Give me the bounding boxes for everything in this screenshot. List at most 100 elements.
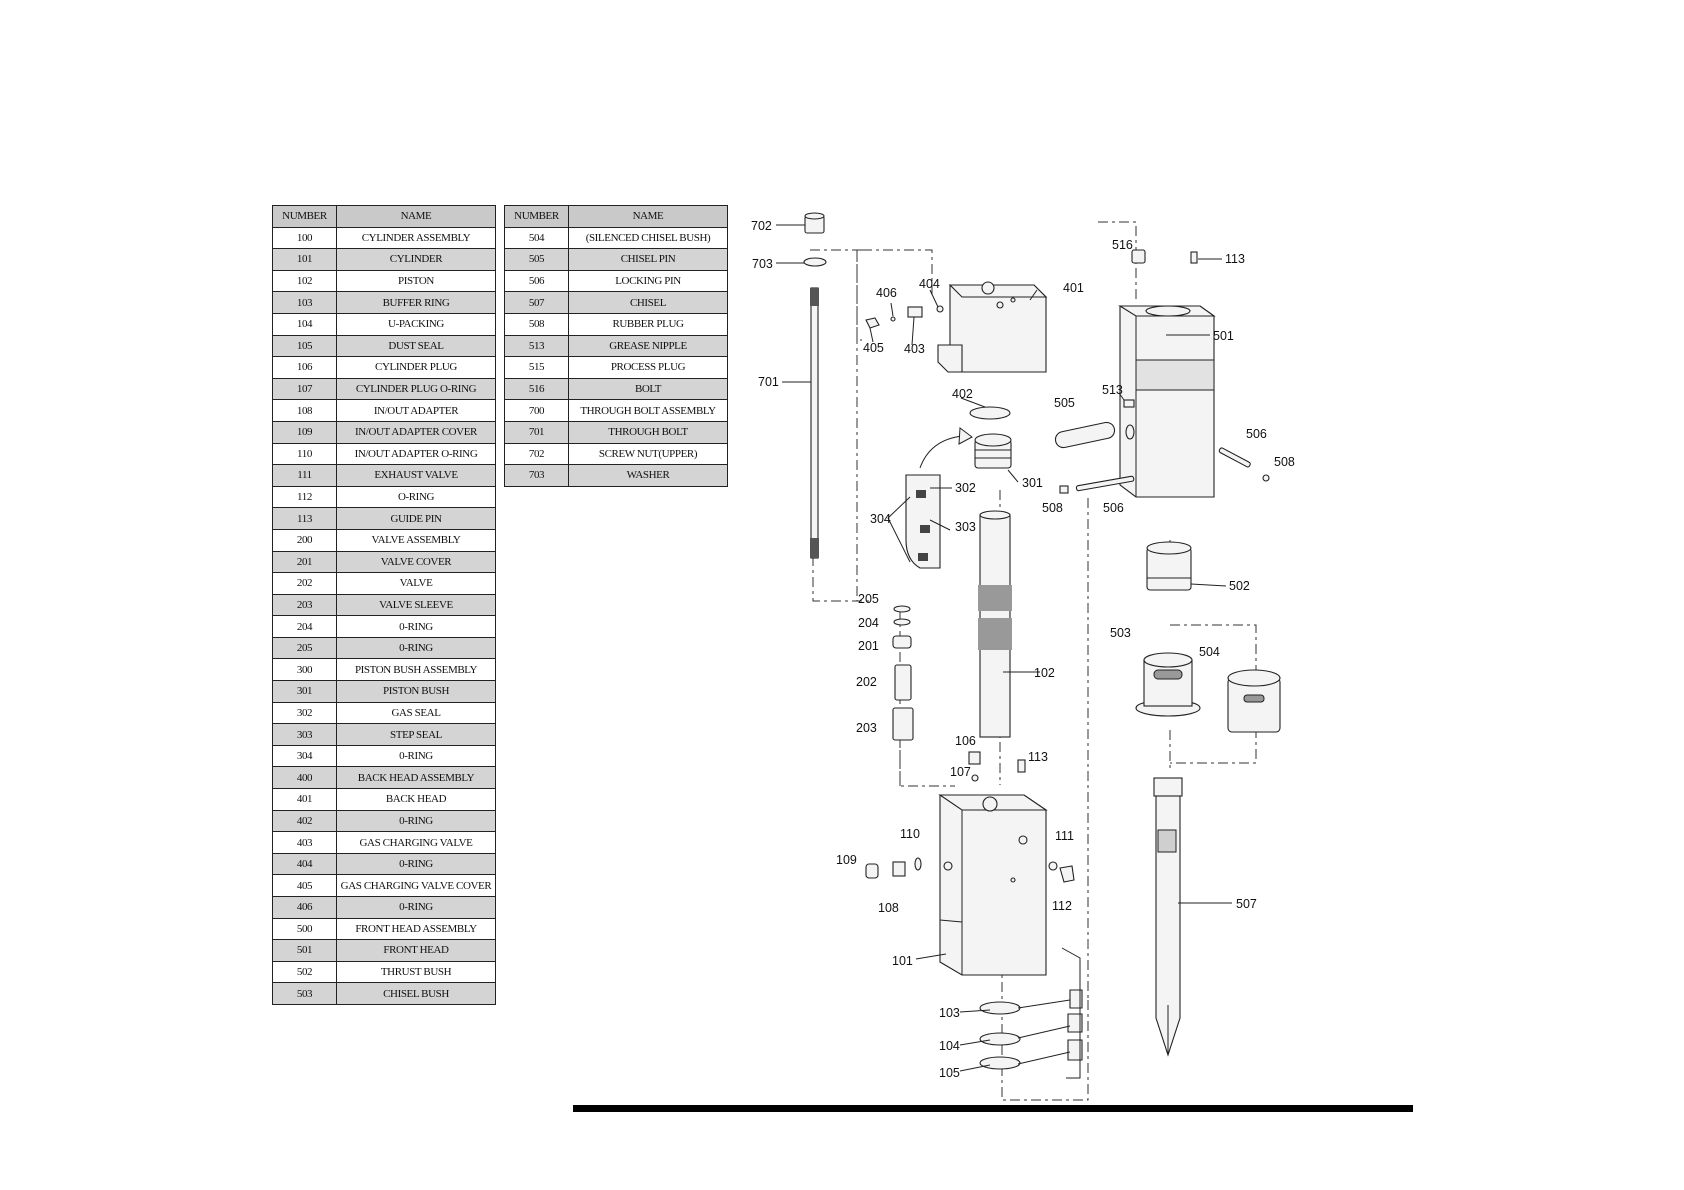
part-name-cell: PISTON BUSH: [336, 680, 496, 703]
part-name-cell: (SILENCED CHISEL BUSH): [568, 226, 728, 250]
part-name-cell: U-PACKING: [336, 312, 496, 336]
leader-lines: [776, 224, 1232, 1072]
part-name-cell: O-RING: [336, 485, 496, 509]
callout-508a: 508: [1274, 455, 1295, 469]
gas-charging-parts: [865, 305, 944, 329]
screw-nut-part: [804, 212, 825, 234]
valve-part: [894, 664, 912, 701]
callout-110: 110: [900, 827, 920, 841]
chisel-pin-part: [1054, 421, 1116, 449]
table-header-row: NUMBER NAME: [272, 205, 496, 228]
part-name-cell: GAS CHARGING VALVE: [336, 831, 496, 854]
callout-113b: 113: [1225, 252, 1245, 266]
o-ring-204-part: [893, 618, 911, 626]
part-name-cell: 0-RING: [336, 636, 496, 660]
callout-104: 104: [939, 1039, 960, 1053]
o-ring-402-part: [969, 406, 1011, 420]
header-number: NUMBER: [504, 205, 569, 228]
part-number-cell: 703: [504, 464, 569, 487]
callout-108: 108: [878, 901, 899, 915]
callout-504: 504: [1199, 645, 1220, 659]
part-number-cell: 303: [272, 723, 337, 746]
part-number-cell: 501: [272, 939, 337, 962]
o-ring-112-part: [1048, 861, 1058, 871]
callout-702: 702: [751, 219, 772, 233]
grease-nipple-part: [1123, 399, 1135, 408]
parts-table-right: NUMBER NAME 504(SILENCED CHISEL BUSH)505…: [504, 205, 728, 487]
locking-pin-part-a: [1218, 447, 1251, 468]
rubber-plug-part-a: [1262, 474, 1270, 482]
callout-201: 201: [858, 639, 879, 653]
callout-701: 701: [758, 375, 779, 389]
callout-506b: 506: [1103, 501, 1124, 515]
callout-703: 703: [752, 257, 773, 271]
callout-405: 405: [863, 341, 884, 355]
through-bolt-part: [810, 287, 819, 559]
locking-pin-part-b: [1075, 475, 1135, 492]
valve-sleeve-part: [892, 707, 914, 741]
part-name-cell: BUFFER RING: [336, 291, 496, 314]
part-number-cell: 100: [272, 226, 337, 250]
part-number-cell: 700: [504, 399, 569, 422]
bolt-516-part: [1131, 249, 1146, 264]
callout-103: 103: [939, 1006, 960, 1020]
part-name-cell: 0-RING: [336, 615, 496, 638]
part-name-cell: VALVE: [336, 572, 496, 595]
callout-501: 501: [1213, 329, 1234, 343]
callout-506a: 506: [1246, 427, 1267, 441]
part-name-cell: CYLINDER: [336, 248, 496, 271]
front-head-part: [1118, 305, 1216, 498]
table-row: 504(SILENCED CHISEL BUSH): [504, 226, 728, 250]
part-number-cell: 400: [272, 766, 337, 790]
header-number: NUMBER: [272, 205, 337, 228]
callout-109: 109: [836, 853, 857, 867]
part-number-cell: 406: [272, 896, 337, 919]
callout-205: 205: [858, 592, 879, 606]
in-out-adapter-part: [892, 861, 906, 877]
callout-505: 505: [1054, 396, 1075, 410]
callout-202: 202: [856, 675, 877, 689]
part-number-cell: 301: [272, 680, 337, 703]
part-number-cell: 203: [272, 593, 337, 617]
exhaust-valve-part: [1059, 865, 1075, 883]
part-number-cell: 507: [504, 291, 569, 314]
back-head-part: [937, 281, 1048, 373]
part-number-cell: 205: [272, 636, 337, 660]
o-ring-205-part: [893, 605, 911, 613]
part-name-cell: FRONT HEAD: [336, 939, 496, 962]
part-name-cell: GREASE NIPPLE: [568, 334, 728, 358]
part-name-cell: GUIDE PIN: [336, 507, 496, 530]
cylinder-bottom-guide: [1001, 940, 1089, 1101]
part-name-cell: IN/OUT ADAPTER O-RING: [336, 442, 496, 466]
callout-111: 111: [1055, 829, 1074, 843]
buffer-ring-part: [979, 1001, 1021, 1015]
header-name: NAME: [336, 205, 496, 228]
callout-102: 102: [1034, 666, 1055, 680]
bottom-rule: [573, 1105, 1413, 1112]
part-name-cell: LOCKING PIN: [568, 269, 728, 293]
part-number-cell: 701: [504, 420, 569, 444]
